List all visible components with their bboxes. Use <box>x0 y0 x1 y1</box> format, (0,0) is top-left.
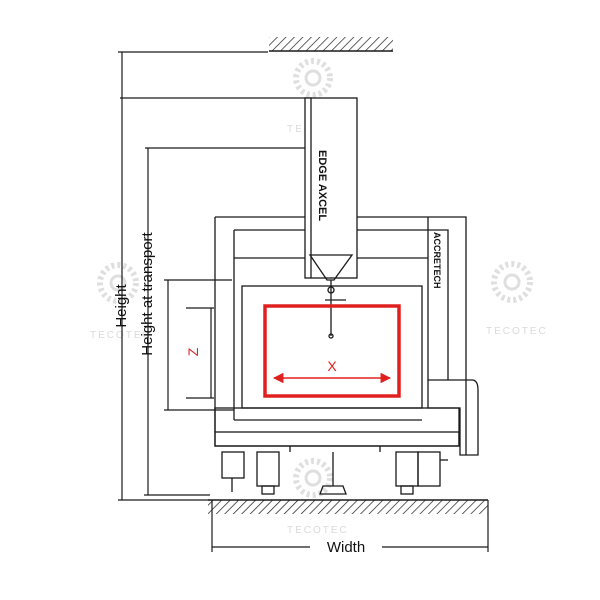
bridge-frame <box>214 216 467 432</box>
table <box>214 407 460 447</box>
watermark-logo <box>293 58 333 98</box>
x-axis-label: X <box>327 358 337 374</box>
height-transport-dimension <box>120 97 312 496</box>
base-plate <box>214 431 460 447</box>
watermark-logo <box>491 261 533 303</box>
floor-hatch <box>208 500 488 514</box>
side-brand-text: ACCRETECH <box>432 232 442 289</box>
height-dimension <box>118 51 268 501</box>
watermark-logo <box>293 458 333 498</box>
watermark-text: TECOTEC <box>287 525 349 536</box>
z-column <box>304 97 358 279</box>
watermark-text: TECOTEC <box>90 330 152 341</box>
foot-left <box>256 451 280 487</box>
left-box <box>221 451 245 479</box>
ceiling-hatch <box>269 37 393 51</box>
foot-center <box>319 485 347 495</box>
height-label: Height <box>113 283 130 327</box>
z-axis-label: Z <box>185 347 201 356</box>
foot-right <box>395 451 419 487</box>
z-dimension <box>164 279 234 411</box>
height-transport-label: Height at transport <box>139 231 156 355</box>
column-brand-text: EDGE AXCEL <box>316 150 328 221</box>
watermark-text: TECOTEC <box>486 326 548 337</box>
right-box <box>417 451 441 487</box>
width-label: Width <box>327 539 365 556</box>
width-dimension <box>211 500 489 552</box>
column-base <box>308 254 354 281</box>
cmm-machine <box>214 97 479 495</box>
side-controller <box>427 379 479 456</box>
watermark-logo <box>97 262 139 304</box>
measuring-volume <box>263 304 401 398</box>
